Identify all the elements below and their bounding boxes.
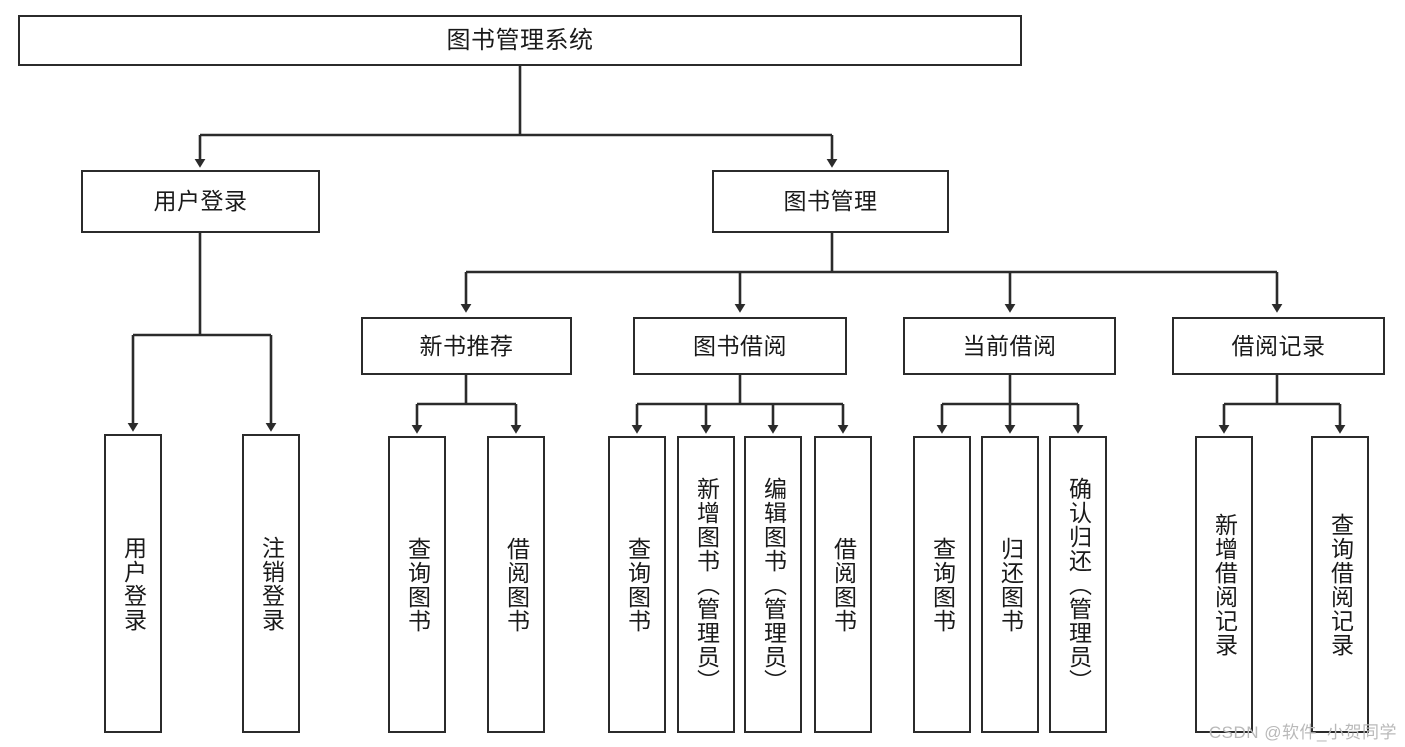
node-current-borrow[interactable]: 当前借阅 [903,317,1116,375]
node-leaf-query-book-current[interactable]: 查询图书 [913,436,971,733]
node-leaf-query-borrow-record[interactable]: 查询借阅记录 [1311,436,1369,733]
node-label: 确认归还（管理员） [1065,476,1092,693]
node-borrow-record[interactable]: 借阅记录 [1172,317,1385,375]
node-label: 图书管理 [783,188,878,215]
node-label: 归还图书 [997,536,1024,633]
node-new-book-recommendation[interactable]: 新书推荐 [361,317,572,375]
node-label: 借阅图书 [503,536,530,633]
node-label: 查询图书 [624,536,651,633]
node-leaf-add-book-admin[interactable]: 新增图书（管理员） [677,436,735,733]
node-leaf-logout[interactable]: 注销登录 [242,434,300,733]
node-label: 新增图书（管理员） [693,476,720,693]
node-leaf-borrow-book-newbook[interactable]: 借阅图书 [487,436,545,733]
node-label: 查询借阅记录 [1327,512,1354,657]
node-label: 查询图书 [404,536,431,633]
node-leaf-query-book-newbook[interactable]: 查询图书 [388,436,446,733]
node-label: 当前借阅 [962,332,1057,359]
node-label: 用户登录 [120,535,147,632]
node-leaf-query-book-borrow[interactable]: 查询图书 [608,436,666,733]
node-leaf-confirm-return-admin[interactable]: 确认归还（管理员） [1049,436,1107,733]
node-label: 图书借阅 [693,332,787,359]
node-leaf-user-login[interactable]: 用户登录 [104,434,162,733]
node-book-borrow[interactable]: 图书借阅 [633,317,847,375]
node-label: 用户登录 [153,188,248,215]
node-root-book-management-system[interactable]: 图书管理系统 [18,15,1022,66]
node-label: 注销登录 [258,535,285,632]
node-label: 借阅图书 [830,536,857,633]
node-label: 图书管理系统 [446,26,594,54]
node-leaf-edit-book-admin[interactable]: 编辑图书（管理员） [744,436,802,733]
node-label: 查询图书 [929,536,956,633]
node-leaf-add-borrow-record[interactable]: 新增借阅记录 [1195,436,1253,733]
node-label: 新书推荐 [419,332,514,359]
node-label: 新增借阅记录 [1211,512,1238,657]
node-leaf-return-book[interactable]: 归还图书 [981,436,1039,733]
node-leaf-borrow-book[interactable]: 借阅图书 [814,436,872,733]
node-user-login[interactable]: 用户登录 [81,170,320,233]
node-book-management[interactable]: 图书管理 [712,170,949,233]
csdn-watermark: CSDN @软件_小贺同学 [1208,723,1397,742]
node-label: 编辑图书（管理员） [760,476,787,693]
node-label: 借阅记录 [1231,332,1326,359]
